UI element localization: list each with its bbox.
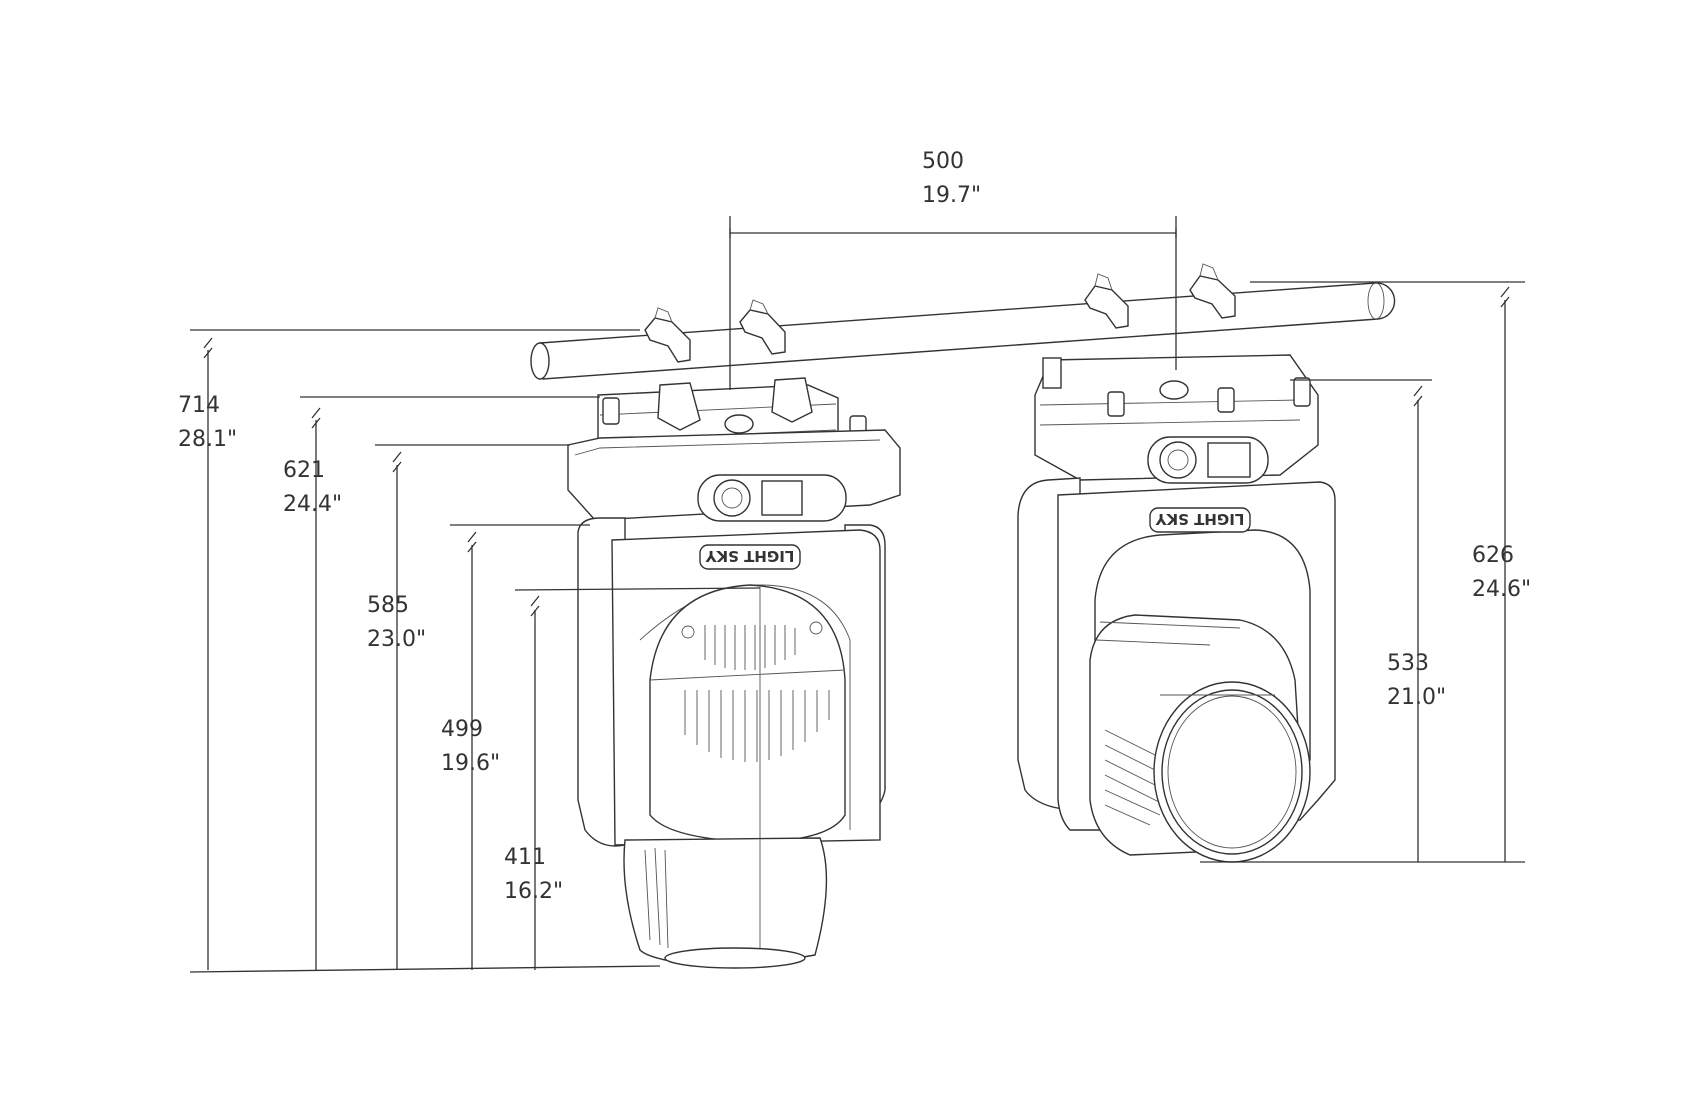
dim-585-inch: 23.0" [367,627,426,652]
right-fixture: LIGHT SKY [1017,263,1336,863]
truss-pipe [530,282,1396,380]
dim-width-mm: 500 [922,149,964,174]
dimension-labels: 500 19.7" 714 28.1" 621 24.4" 585 23.0" … [178,149,1531,904]
dim-626-mm: 626 [1472,543,1514,568]
dim-714-mm: 714 [178,393,220,418]
dim-411-mm: 411 [504,845,546,870]
dim-411-inch: 16.2" [504,879,563,904]
dimension-lines [189,216,1525,973]
logo-right: LIGHT SKY [1154,510,1244,528]
dim-533-mm: 533 [1387,651,1429,676]
dim-714-inch: 28.1" [178,427,237,452]
clamp [644,299,786,363]
cooling-fins [684,625,830,762]
dim-499-inch: 19.6" [441,751,500,776]
logo-left: LIGHT SKY [704,547,794,565]
dim-width-inch: 19.7" [922,183,981,208]
left-fixture: LIGHT SKY [567,299,901,969]
dim-621-inch: 24.4" [283,492,342,517]
dim-499-mm: 499 [441,717,483,742]
dim-533-inch: 21.0" [1387,685,1446,710]
dim-621-mm: 621 [283,458,325,483]
dim-626-inch: 24.6" [1472,577,1531,602]
dim-585-mm: 585 [367,593,409,618]
